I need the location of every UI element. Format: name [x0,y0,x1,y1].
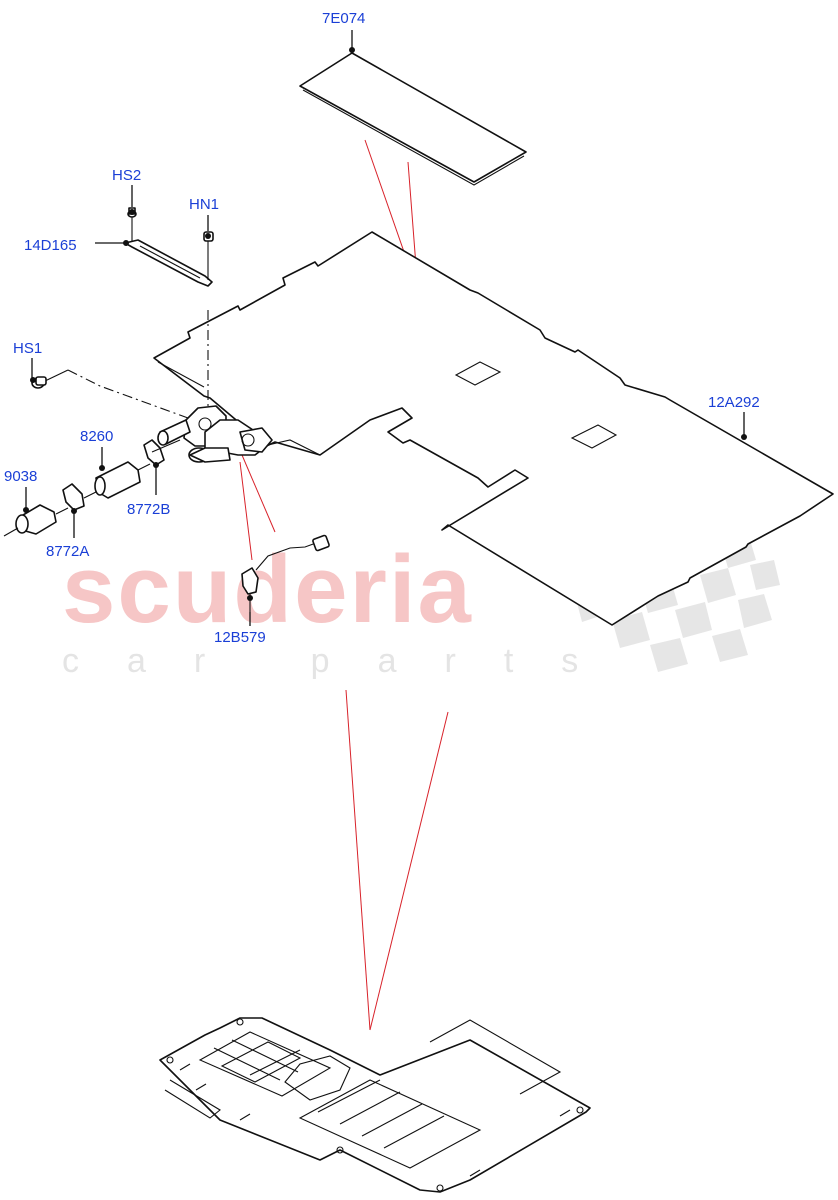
callout-8772a: 8772A [46,543,89,560]
leader-hs2 [129,185,135,215]
sensor-harness-12b579 [241,534,330,612]
callout-12b579: 12B579 [214,629,266,646]
hose-8260 [94,461,151,499]
centerline-hs1 [67,369,189,419]
leader-12a292 [741,412,747,440]
leader-7e074 [349,30,355,53]
leader-14d165 [95,240,129,246]
leader-8772a [71,508,77,538]
leader-hn1 [205,215,211,239]
callout-9038: 9038 [4,468,37,485]
callout-12a292: 12A292 [708,394,760,411]
battery-pack [159,1017,591,1193]
watermark-tagline: car parts [62,642,626,680]
leader-hs1 [30,358,36,383]
connector-9038 [3,504,69,537]
callout-hs2: HS2 [112,167,141,184]
floor-mat-12a292 [153,231,834,626]
watermark-brand: scuderia [62,536,473,643]
callout-8772b: 8772B [127,501,170,518]
bracket-14d165 [124,239,213,287]
leader-9038 [23,487,29,513]
clip-8772a [62,483,97,511]
clip-8772b [143,439,181,466]
floor-mat-cutout-front [454,361,502,386]
callout-14d165: 14D165 [24,237,77,254]
nut-hn1 [203,231,214,280]
housing-assembly [157,405,321,463]
leader-8260 [99,447,105,471]
leader-8772b [153,462,159,495]
pad-7e074 [299,52,527,183]
callout-hn1: HN1 [189,196,219,213]
callout-hs1: HS1 [13,340,42,357]
floor-mat-cutout-rear [570,424,618,449]
callout-7e074: 7E074 [322,10,365,27]
leader-12b579 [247,595,253,626]
callout-8260: 8260 [80,428,113,445]
